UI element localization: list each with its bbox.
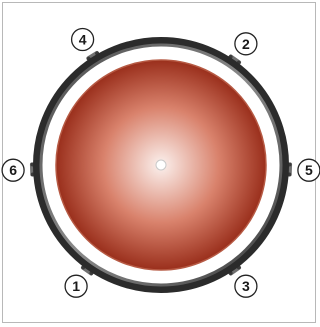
lug-number: 1 [72, 278, 80, 294]
lug-label-3: 3 [235, 275, 257, 297]
lug-number: 5 [305, 162, 313, 178]
lug-label-5: 5 [298, 159, 320, 181]
center-point [156, 160, 166, 170]
lug-number: 2 [242, 36, 250, 52]
lug-label-4: 4 [72, 29, 94, 51]
lug-number: 3 [242, 278, 250, 294]
lug-label-1: 1 [65, 275, 87, 297]
lug-label-2: 2 [235, 33, 257, 55]
lug-number: 6 [9, 162, 17, 178]
lug-label-6: 6 [2, 159, 24, 181]
lug-number: 4 [79, 32, 87, 48]
